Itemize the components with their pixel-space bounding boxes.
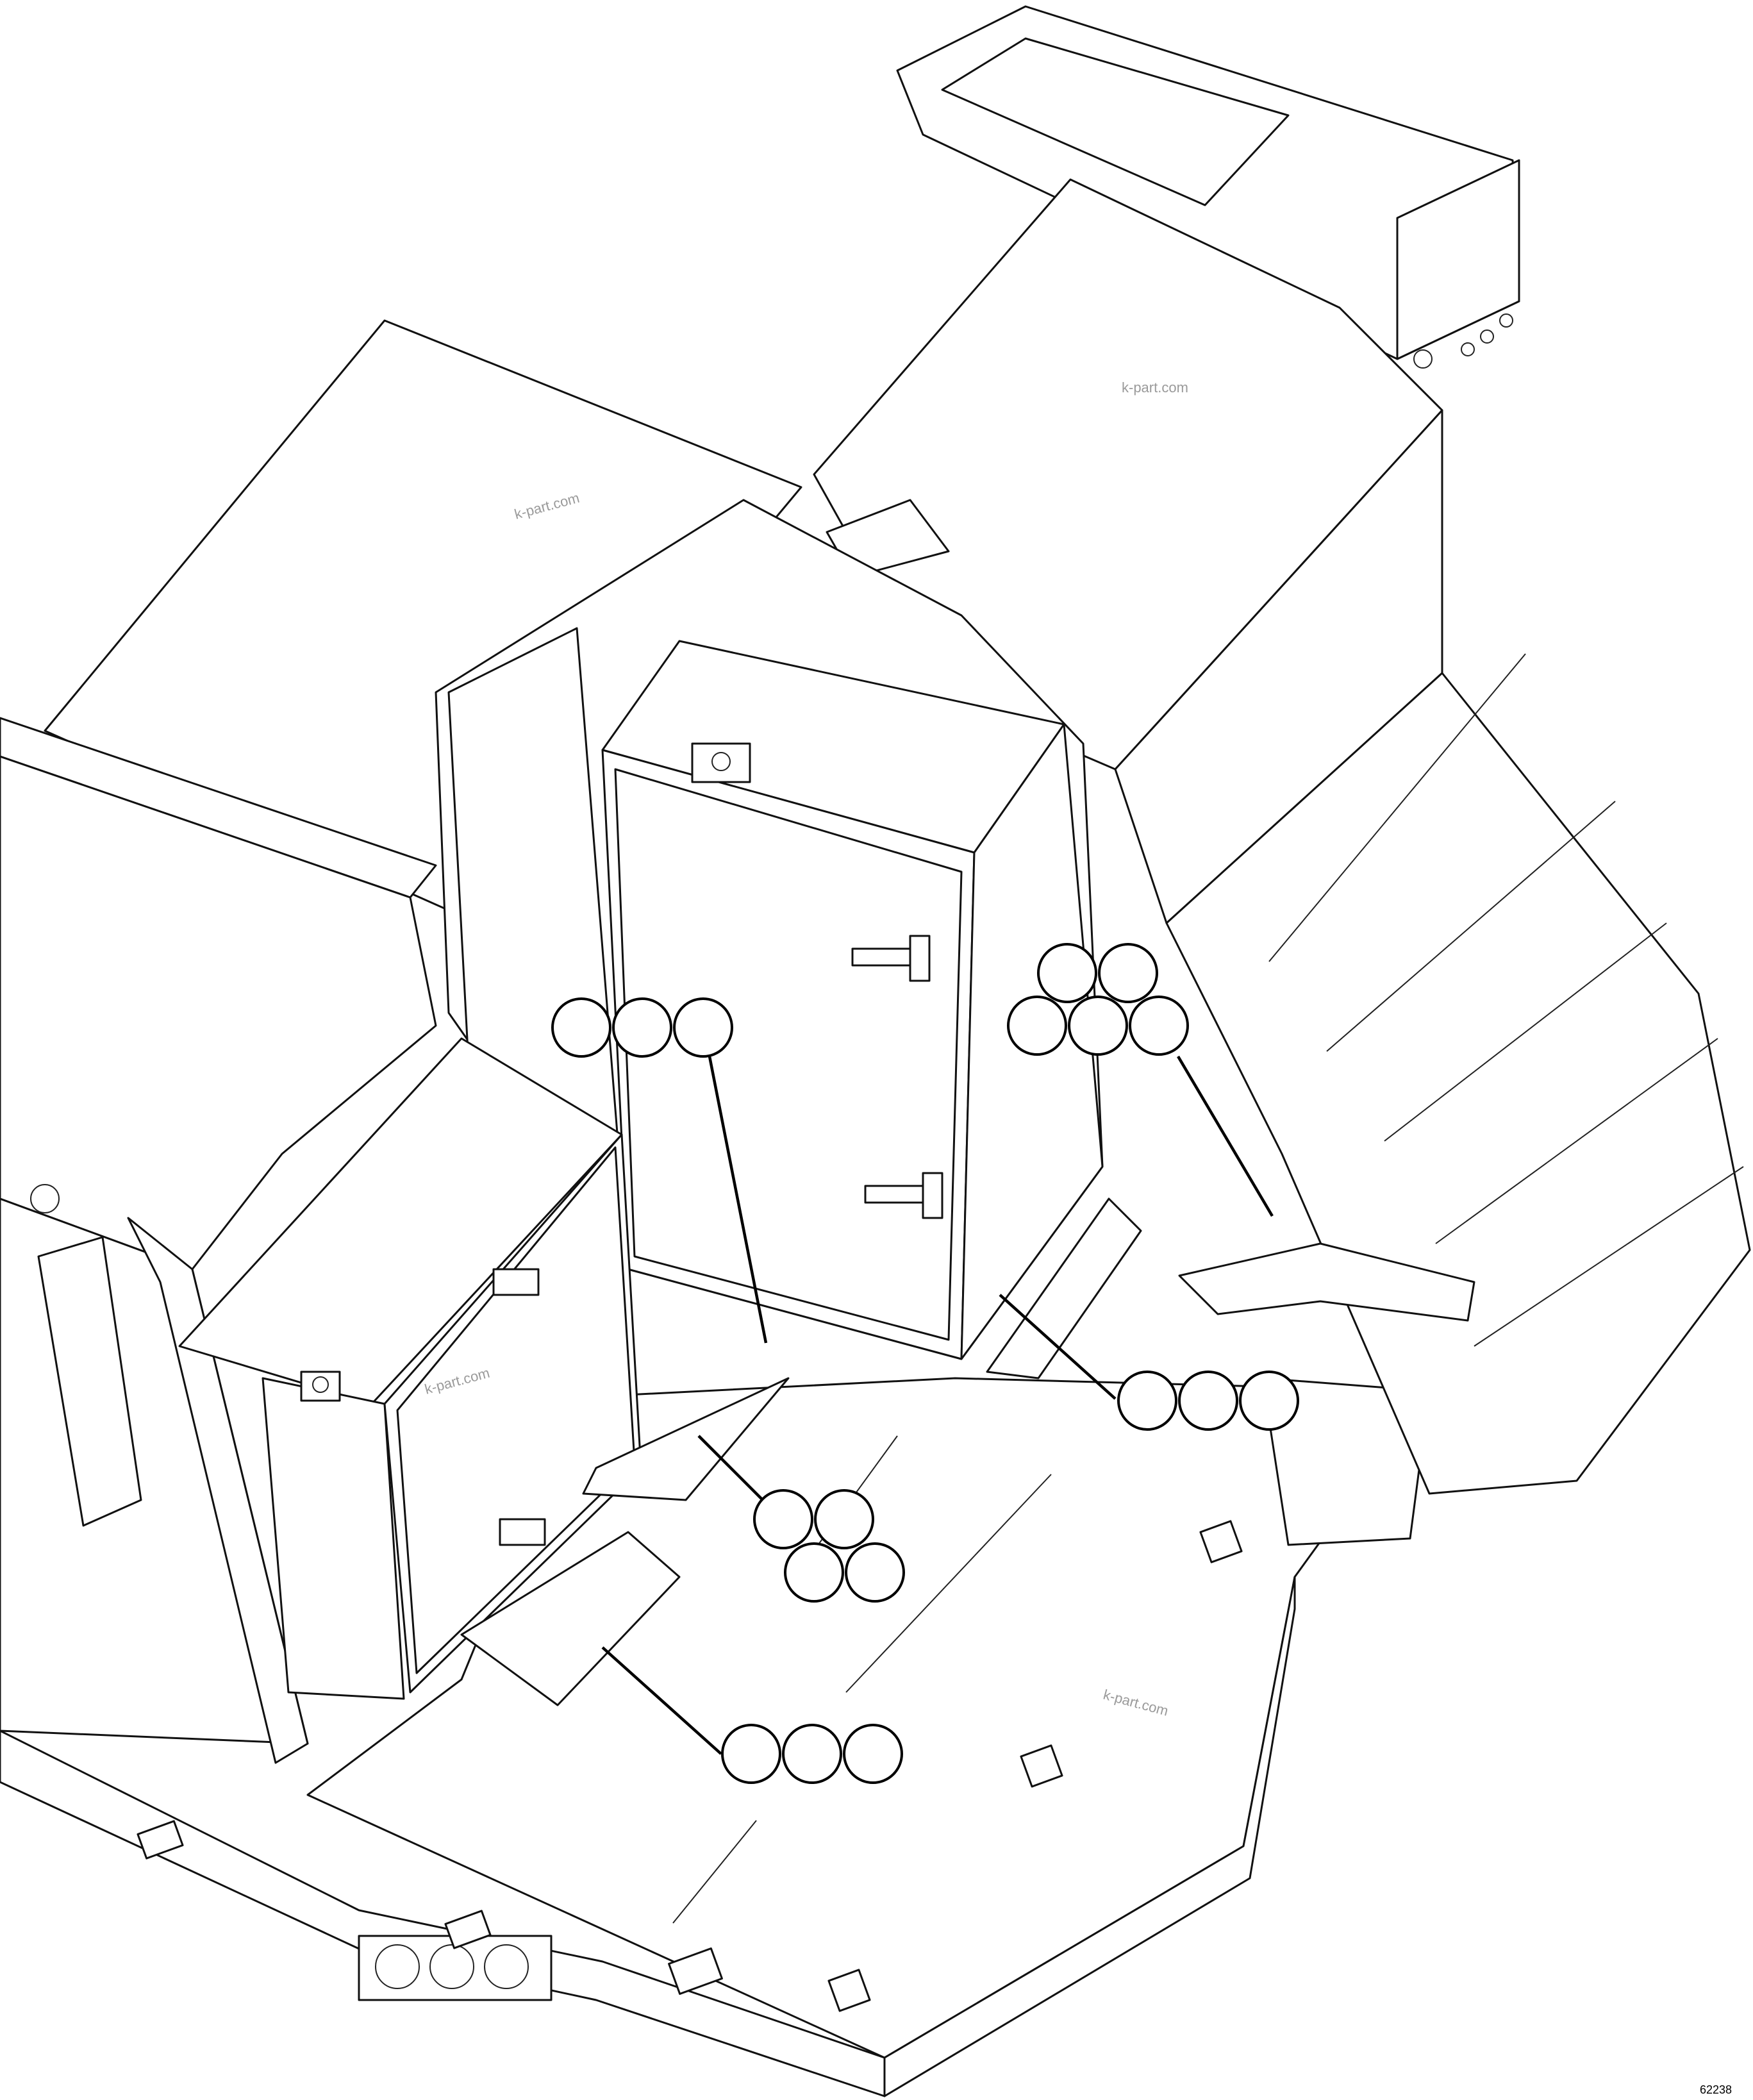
right-housing xyxy=(813,178,1751,1495)
callout-bubble xyxy=(1129,996,1189,1056)
callout-bubble xyxy=(612,997,672,1058)
callout-bubble xyxy=(721,1724,781,1784)
central-cabinet xyxy=(601,640,1104,1360)
callout-bubble xyxy=(1239,1371,1299,1431)
callout-bubble xyxy=(1098,943,1158,1003)
callout-group-center-plate xyxy=(1117,1371,1299,1431)
callout-bubble xyxy=(1178,1371,1238,1431)
callout-group-right-box xyxy=(1007,943,1189,1056)
watermark-text: k-part.com xyxy=(1122,379,1188,396)
upper-rear-enclosure xyxy=(896,5,1520,369)
left-frame xyxy=(0,717,437,1764)
leader-lines xyxy=(601,1055,1274,1755)
callout-bubble xyxy=(814,1489,874,1549)
callout-bubble xyxy=(1037,943,1097,1003)
callout-bubble xyxy=(673,997,733,1058)
mounting-pads xyxy=(137,1520,1243,2012)
callout-bubble xyxy=(1007,996,1067,1056)
front-left-box xyxy=(178,1037,642,1700)
callout-bubble xyxy=(782,1724,842,1784)
callout-group-bracket xyxy=(753,1489,905,1603)
callout-bubble xyxy=(753,1489,813,1549)
drawing-number: 62238 xyxy=(1700,2083,1732,2096)
callout-group-left-box xyxy=(551,997,733,1058)
callout-bubble xyxy=(551,997,611,1058)
callout-bubble xyxy=(1068,996,1128,1056)
callout-bubble xyxy=(843,1724,903,1784)
callout-bubble xyxy=(784,1542,844,1603)
callout-bubble xyxy=(845,1542,905,1603)
floor-platform xyxy=(0,319,1431,2097)
callout-bubble xyxy=(1117,1371,1177,1431)
plates xyxy=(460,1197,1475,1706)
callout-group-floor-plate xyxy=(721,1724,903,1784)
